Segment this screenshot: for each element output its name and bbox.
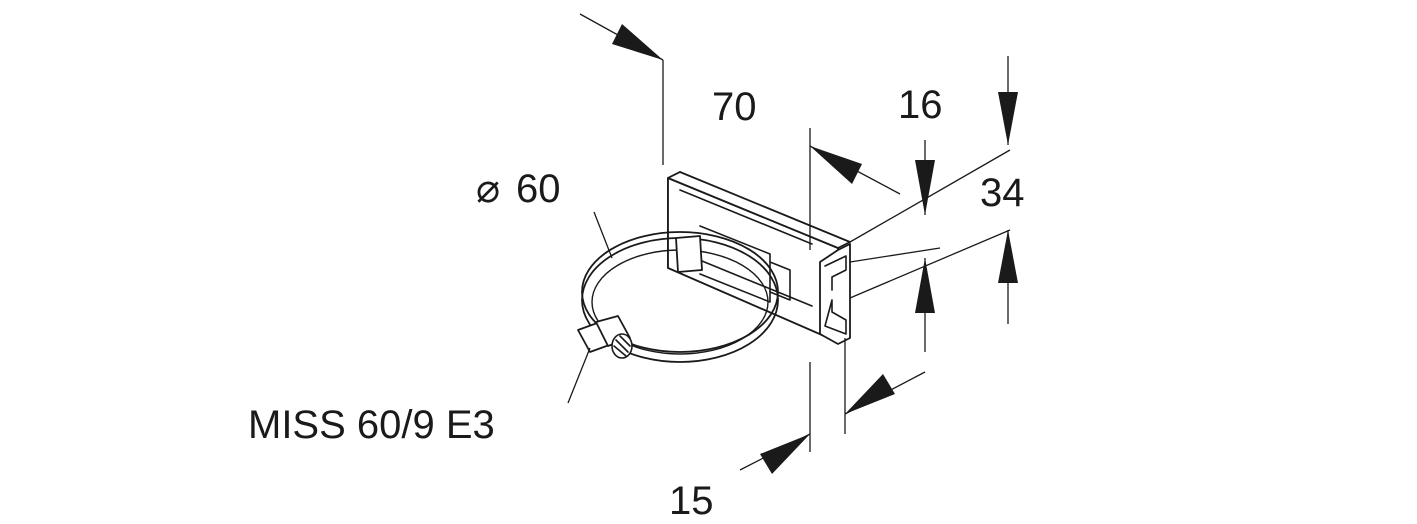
dim-label-16: 16 (898, 83, 943, 127)
dim-channel-length: 70 (579, 13, 901, 250)
dim-wall-offset: 15 (669, 338, 926, 523)
part-label: MISS 60/9 E3 (248, 403, 495, 447)
dim-channel-height: 34 (980, 56, 1025, 324)
dim-label-34: 34 (980, 171, 1025, 215)
diameter-callout: ⌀ 60 (476, 167, 613, 259)
dim-channel-width: 16 (849, 83, 1011, 352)
dim-label-70: 70 (712, 85, 757, 129)
dim-label-diameter: 60 (516, 167, 561, 211)
part-label-callout: MISS 60/9 E3 (248, 347, 591, 447)
screw-closure (577, 315, 633, 359)
dim-label-15: 15 (669, 479, 714, 523)
pipe-clamp (577, 231, 779, 363)
diameter-symbol: ⌀ (476, 167, 500, 211)
